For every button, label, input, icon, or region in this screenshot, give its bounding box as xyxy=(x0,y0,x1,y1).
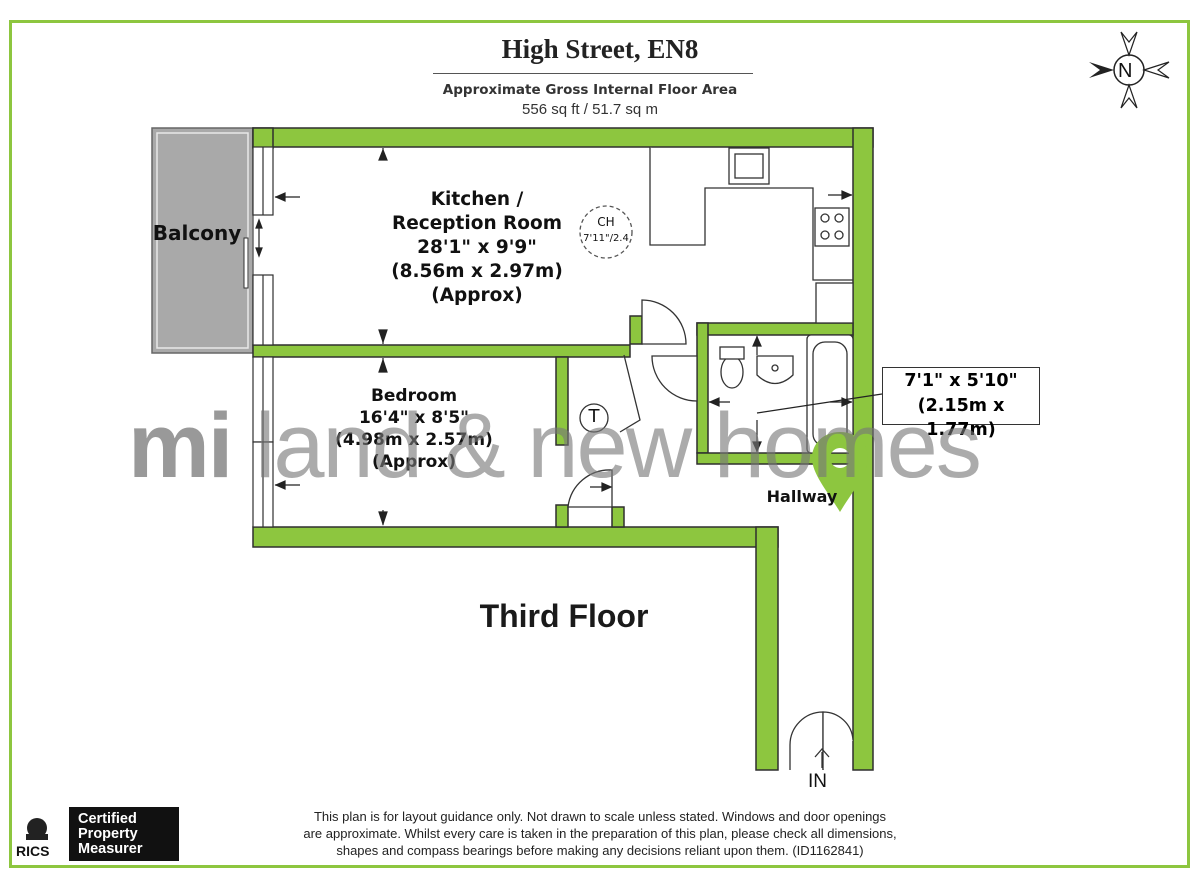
disclaimer: This plan is for layout guidance only. N… xyxy=(260,808,940,859)
kitchen-dimensions-metric: (8.56m x 2.97m) xyxy=(391,261,563,283)
watermark-brand: mi xyxy=(128,395,233,497)
entrance-label: IN xyxy=(808,771,827,792)
rics-logo: RICS xyxy=(16,843,50,859)
kitchen-dimensions-imperial: 28'1" x 9'9" xyxy=(417,237,537,259)
page-title: High Street, EN8 xyxy=(501,34,699,64)
bedroom-label: Bedroom 16'4" x 8'5" (4.98m x 2.57m) (Ap… xyxy=(324,385,504,473)
kitchen-approx-note: (Approx) xyxy=(431,285,523,307)
cupboard-label: T xyxy=(588,406,600,427)
bedroom-title: Bedroom xyxy=(370,386,458,406)
ceiling-height-marker xyxy=(579,205,633,259)
balcony-area xyxy=(151,127,254,354)
bedroom-dimensions-metric: (4.98m x 2.57m) xyxy=(335,430,493,451)
bedroom-dimensions-imperial: 16'4" x 8'5" xyxy=(358,408,470,429)
hallway-label: Hallway xyxy=(766,487,838,506)
location-pin-icon xyxy=(812,432,868,512)
ceiling-height-title: CH xyxy=(597,215,615,229)
disclaimer-line-3: shapes and compass bearings before makin… xyxy=(336,843,864,859)
balcony-label: Balcony xyxy=(152,221,242,245)
watermark-text: land & new homes xyxy=(231,395,982,497)
bathroom-fittings xyxy=(719,334,854,454)
disclaimer-line-1: This plan is for layout guidance only. N… xyxy=(313,809,887,824)
kitchen-title-line2: Reception Room xyxy=(392,213,562,235)
watermark: mi land & new homes xyxy=(128,400,982,492)
page-frame xyxy=(9,20,1190,868)
badge-line-2: Property xyxy=(78,826,138,843)
bathroom-dimensions-box: 7'1" x 5'10" (2.15m x 1.77m) xyxy=(882,367,1040,440)
badge-line-3: Measurer xyxy=(78,841,143,858)
kitchen-title-line1: Kitchen / xyxy=(430,189,524,210)
cupboard-marker xyxy=(579,403,609,433)
dimension-arrows xyxy=(255,148,883,526)
floor-area-value: 556 sq ft / 51.7 sq m xyxy=(522,101,658,118)
windows xyxy=(252,146,274,528)
doors xyxy=(567,299,854,770)
kitchen-label: Kitchen / Reception Room 28'1" x 9'9" (8… xyxy=(367,188,587,308)
compass-north-label: N xyxy=(1118,60,1133,82)
disclaimer-line-2: are approximate. Whilst every care is ta… xyxy=(303,826,897,842)
entrance-arrow-icon xyxy=(814,748,830,768)
certified-measurer-badge: Certified Property Measurer xyxy=(69,807,179,861)
bathroom-dimensions-imperial: 7'1" x 5'10" xyxy=(904,371,1018,391)
badge-line-1: Certified xyxy=(78,811,137,827)
title-divider xyxy=(433,73,753,74)
bathroom-dimensions-metric: (2.15m x 1.77m) xyxy=(917,395,1005,441)
kitchen-units xyxy=(649,147,854,324)
ceiling-height-label: CH 7'11"/2.4 xyxy=(583,213,629,246)
bedroom-approx-note: (Approx) xyxy=(371,452,457,473)
floor-name: Third Floor xyxy=(479,598,649,634)
compass-icon xyxy=(1089,31,1170,109)
floor-area-label: Approximate Gross Internal Floor Area xyxy=(442,82,738,98)
rics-lion-icon xyxy=(26,818,48,840)
ceiling-height-value: 7'11"/2.4 xyxy=(583,233,629,244)
